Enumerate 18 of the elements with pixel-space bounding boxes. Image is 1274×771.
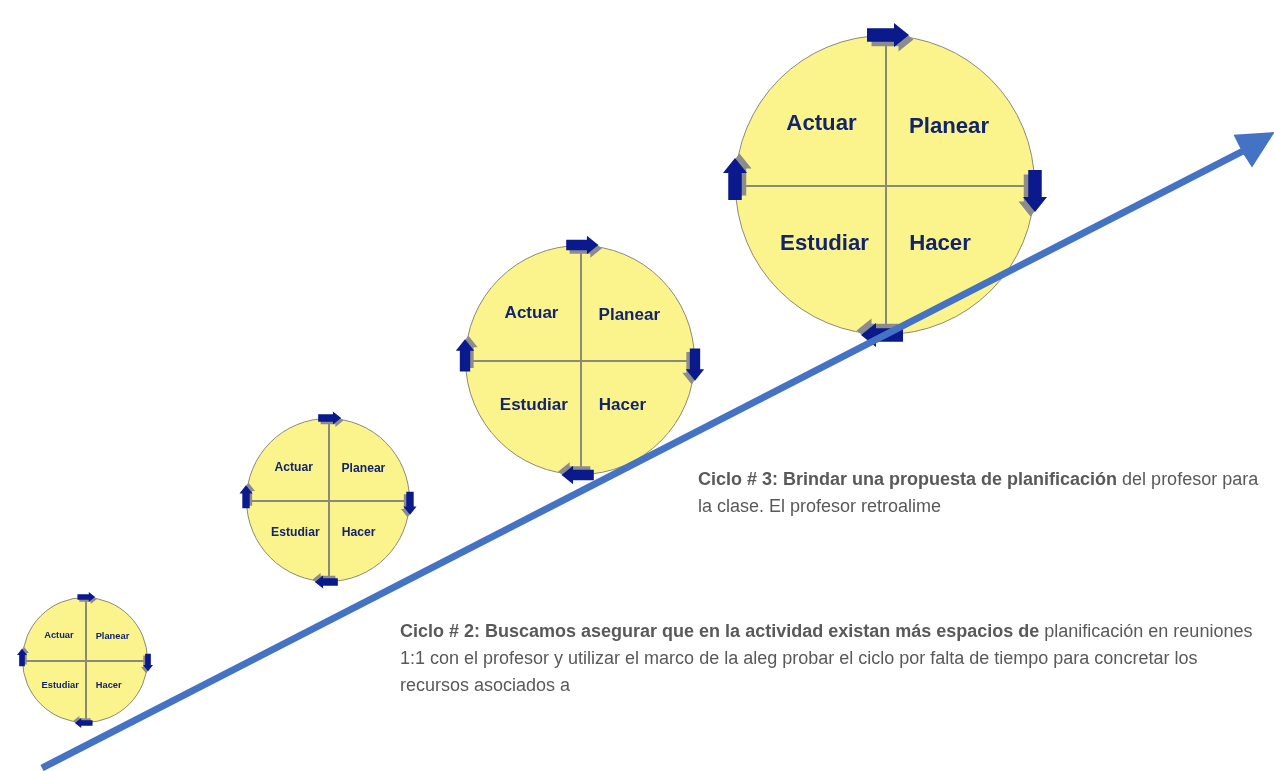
- cycle-description: Ciclo # 3: Brindar una propuesta de planificación del profesor para la clase. El profesor retroalime: [698, 468, 1260, 518]
- quadrant-label: Hacer: [341, 525, 376, 540]
- quadrant-label: Planear: [908, 113, 990, 139]
- quadrant-label: Estudiar: [41, 679, 79, 690]
- quadrant-label: Hacer: [598, 394, 647, 415]
- quadrant-label: Estudiar: [780, 230, 869, 256]
- quadrant-label: Estudiar: [271, 525, 320, 540]
- quadrant-label: Estudiar: [499, 394, 568, 415]
- quadrant-label: Actuar: [44, 629, 74, 640]
- quadrant-label: Actuar: [786, 110, 857, 136]
- quadrant-label: Actuar: [504, 302, 559, 323]
- quadrant-label: Hacer: [909, 230, 971, 256]
- quadrant-label: Planear: [598, 305, 661, 325]
- cycle-description: Ciclo # 2: Buscamos asegurar que en la actividad existan más espacios de planificación en reuniones 1:1 con el profesor y utilizar el marco de la aleg probar el ciclo por falta de tiempo para concretar los recursos asociados a: [400, 620, 1254, 697]
- quadrant-label: Planear: [95, 630, 130, 641]
- quadrant-label: Planear: [341, 461, 386, 476]
- quadrant-label: Hacer: [95, 679, 122, 690]
- quadrant-label: Actuar: [274, 459, 313, 474]
